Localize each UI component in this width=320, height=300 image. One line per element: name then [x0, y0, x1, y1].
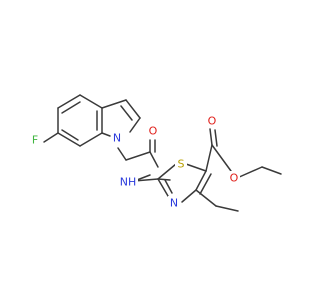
bonds [43, 94, 282, 212]
bond [79, 132, 103, 147]
bond [205, 144, 213, 172]
ester-oxygen-label: O [230, 172, 239, 185]
bond [101, 132, 111, 137]
thiazole-sulfur-label: S [178, 158, 185, 171]
amide-oxygen-label: O [149, 125, 158, 138]
bond [211, 144, 232, 172]
bond [181, 189, 197, 203]
thiazole-sulfur-atom: S [175, 157, 187, 171]
bond [61, 129, 79, 141]
thiazole-nitrogen-atom: N [168, 196, 180, 210]
bond [195, 189, 217, 207]
bond [199, 173, 212, 195]
chemical-structure: F N O NH S N O O [29, 94, 282, 212]
atom-labels: F N O NH S N O O [29, 114, 240, 210]
bond [117, 147, 127, 161]
bond [61, 101, 81, 114]
bond [120, 105, 133, 121]
bond [164, 179, 173, 194]
bond [195, 170, 207, 191]
bond [79, 94, 103, 109]
bond [101, 99, 127, 109]
bond [149, 151, 159, 168]
bond [157, 178, 171, 181]
fluorine-atom: F [29, 133, 41, 147]
fluorine-label: F [32, 134, 38, 147]
ester-oxygen-atom: O [228, 171, 240, 185]
bond [214, 129, 218, 147]
bond [157, 178, 169, 197]
bond [185, 163, 207, 172]
amide-nitrogen-atom: NH [118, 175, 138, 189]
bond [157, 163, 177, 180]
bond [261, 166, 282, 175]
ester-carbonyl-oxygen-atom: O [206, 114, 218, 128]
bond [129, 117, 141, 133]
bond [57, 132, 81, 147]
bond [236, 166, 263, 179]
indole-nitrogen-atom: N [111, 131, 123, 145]
amide-oxygen-atom: O [147, 124, 159, 138]
bond [125, 99, 141, 119]
bond [125, 151, 151, 161]
bond [215, 205, 239, 212]
bond [43, 132, 59, 143]
ester-carbonyl-oxygen-label: O [208, 115, 217, 128]
amide-nh-label: NH [120, 176, 137, 189]
bond [57, 94, 81, 109]
thiazole-nitrogen-label: N [170, 197, 178, 210]
bond [209, 128, 213, 146]
bond [136, 174, 151, 181]
indole-nitrogen-label: N [113, 132, 121, 145]
